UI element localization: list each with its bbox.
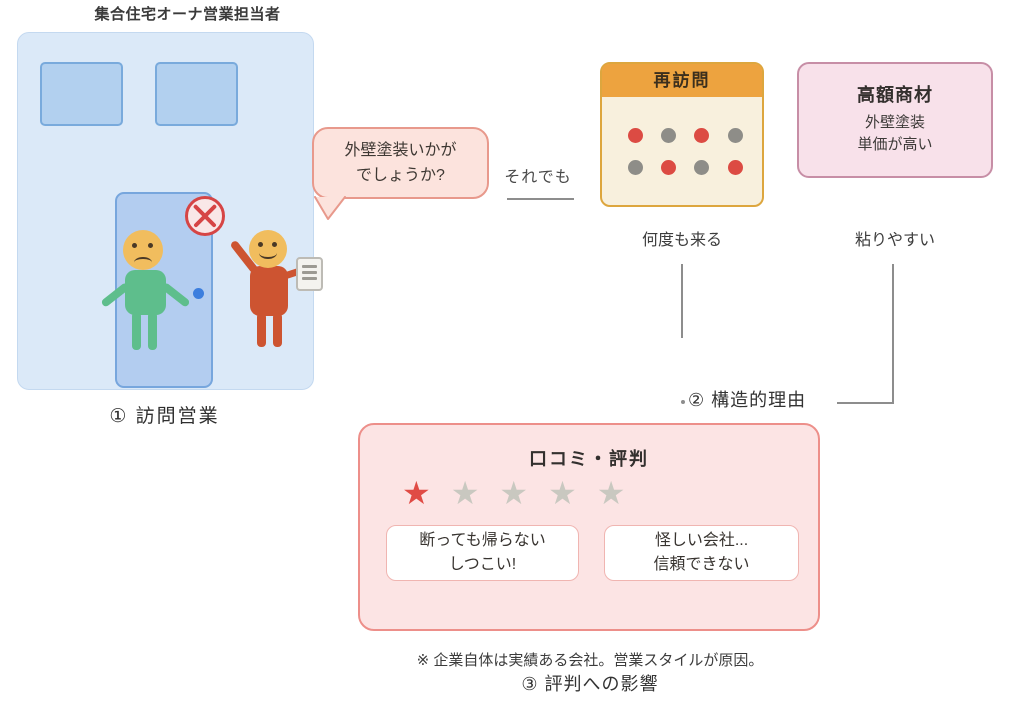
- smile-mouth-icon: [259, 247, 277, 259]
- calendar-dot-red: [727, 159, 743, 175]
- comment2-line1: 怪しい会社...: [654, 532, 749, 549]
- comment-box: 断っても帰らない しつこい!: [386, 525, 579, 581]
- star-icon: ★: [548, 475, 597, 511]
- review-box: 口コミ・評判 ★★★★★ 断っても帰らない しつこい! 怪しい会社... 信頼で…: [358, 423, 820, 631]
- step3-label: ③ 評判への影響: [521, 674, 659, 694]
- product-line1: 外壁塗装: [864, 114, 925, 131]
- step2-label: ② 構造的理由: [688, 390, 807, 410]
- building-owner-label: 集合住宅オーナ営業担当者: [94, 6, 281, 23]
- sticky-label: 粘りやすい: [854, 232, 935, 249]
- star-icon: ★: [402, 475, 451, 511]
- calendar-dot-gray: [694, 159, 710, 175]
- speech-bubble-line2: でしょうか?: [356, 166, 445, 184]
- calendar-dot-red: [660, 159, 676, 175]
- calendar-dot-gray: [727, 127, 743, 143]
- step1-label: ① 訪問営業: [109, 406, 220, 427]
- product-title: 高額商材: [857, 85, 933, 105]
- connector-product-elbow: [837, 264, 894, 404]
- window-icon: [155, 62, 238, 126]
- window-icon: [40, 62, 123, 126]
- comment1-line1: 断っても帰らない: [419, 532, 546, 549]
- speech-bubble-tail-icon: [314, 196, 346, 220]
- star-rating: ★★★★★: [402, 477, 645, 509]
- frown-mouth-icon: [134, 257, 152, 268]
- no-entry-icon: [185, 196, 225, 236]
- speech-bubble: 外壁塗装いかが でしょうか?: [312, 127, 489, 199]
- comment1-line2: しつこい!: [448, 556, 517, 573]
- calendar-title: 再訪問: [602, 64, 762, 97]
- footnote-label: ※ 企業自体は実績ある会社。営業スタイルが原因。: [416, 652, 764, 669]
- star-icon: ★: [596, 475, 646, 511]
- door-knob-icon: [193, 288, 204, 299]
- owner-body: [125, 270, 166, 315]
- salesperson-eye: [258, 242, 263, 247]
- owner-eye: [132, 243, 137, 248]
- visits-often-label: 何度も来る: [641, 232, 722, 249]
- connector-dot: [681, 400, 685, 404]
- calendar-icon: 再訪問: [600, 62, 764, 207]
- calendar-dot-gray: [627, 159, 643, 175]
- owner-eye: [148, 243, 153, 248]
- calendar-dot-gray: [660, 127, 676, 143]
- salesperson-eye: [272, 242, 277, 247]
- owner-leg: [148, 312, 157, 350]
- salesperson-body: [250, 266, 288, 316]
- comment-box: 怪しい会社... 信頼できない: [604, 525, 799, 581]
- owner-leg: [132, 312, 141, 350]
- speech-bubble-line1: 外壁塗装いかが: [344, 142, 457, 159]
- calendar-dot-red: [627, 127, 643, 143]
- salesperson-leg: [257, 313, 266, 347]
- flyer-icon: [296, 257, 323, 291]
- calendar-dot-red: [694, 127, 710, 143]
- salesperson-leg: [273, 313, 282, 347]
- star-icon: ★: [499, 475, 549, 511]
- although-label: それでも: [504, 169, 572, 186]
- star-icon: ★: [450, 475, 500, 511]
- review-title: 口コミ・評判: [529, 449, 649, 469]
- product-tag-box: 高額商材 外壁塗装 単価が高い: [797, 62, 993, 178]
- comment2-line2: 信頼できない: [653, 556, 750, 573]
- product-line2: 単価が高い: [857, 136, 933, 153]
